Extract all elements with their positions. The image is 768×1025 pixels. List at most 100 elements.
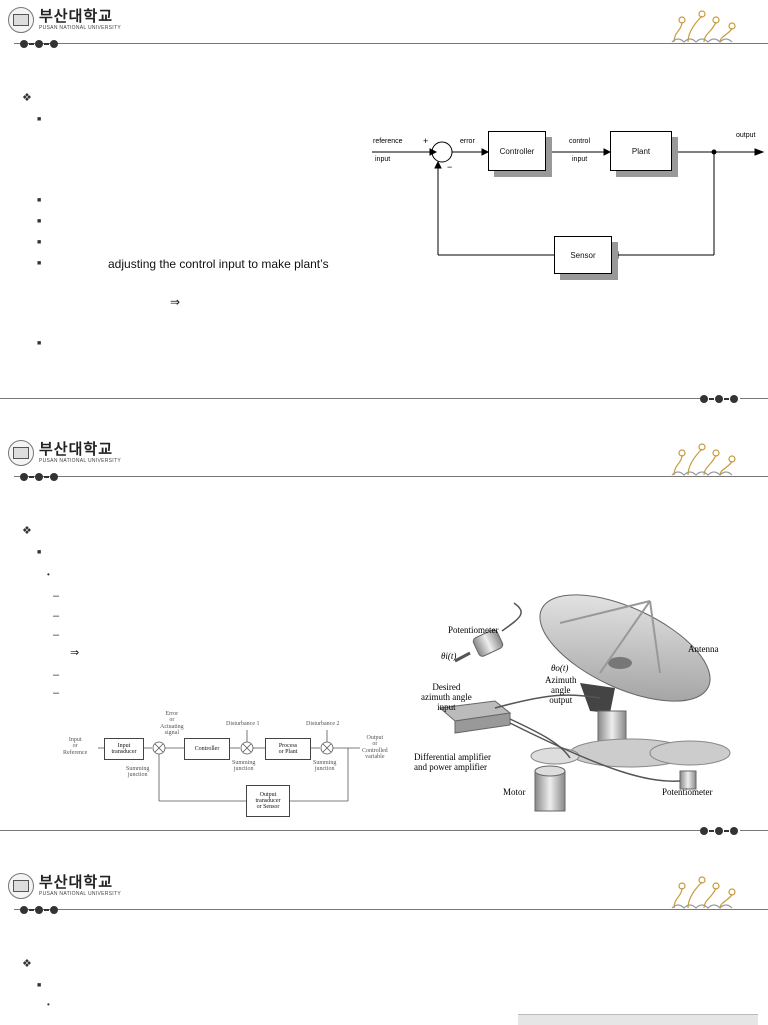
block-diagram-lines: [98, 730, 360, 802]
logo-korean-text: 부산대학교: [39, 441, 114, 458]
slide-3: 부산대학교 PUSAN NATIONAL UNIVERSITY ❖ ■ •: [0, 866, 768, 1025]
footer-dot: [715, 395, 723, 403]
header-dash: [29, 43, 34, 45]
theta-output-label: θo(t): [551, 663, 569, 673]
header-dot: [20, 906, 28, 914]
bd-output-transducer: Output transducer or Sensor: [246, 785, 290, 817]
bd-summing-junction-2: Summing junction: [232, 760, 256, 773]
header-dash: [44, 43, 49, 45]
square-bullet-icon: ■: [37, 218, 42, 225]
header-dot: [20, 473, 28, 481]
logo-english-text: PUSAN NATIONAL UNIVERSITY: [39, 458, 121, 464]
square-bullet-icon: ■: [37, 116, 42, 123]
bd-input-label: Input or Reference: [63, 737, 88, 756]
reference-input-label: input: [375, 156, 391, 163]
university-logo: 부산대학교 PUSAN NATIONAL UNIVERSITY: [8, 440, 121, 466]
dash-bullet-icon: –: [53, 610, 60, 622]
square-bullet-icon: ■: [37, 549, 42, 556]
feedback-diagram-lines: [372, 141, 765, 259]
implies-arrow: ⇒: [70, 647, 80, 659]
square-bullet-icon: ■: [37, 239, 42, 246]
square-bullet-icon: ■: [37, 260, 42, 267]
bd-disturbance-1: Disturbance 1: [226, 721, 260, 727]
footer-divider-end: [740, 398, 768, 399]
footer-dot: [715, 827, 723, 835]
footer-dot: [700, 395, 708, 403]
square-bullet-icon: ■: [37, 982, 42, 989]
header-dash: [29, 476, 34, 478]
footer-dot: [730, 395, 738, 403]
header-divider: [14, 476, 768, 477]
slide-1: 부산대학교 PUSAN NATIONAL UNIVERSITY ❖ ■ ■ ■ …: [0, 0, 768, 403]
header-divider: [14, 43, 768, 44]
footer-divider: [0, 830, 700, 831]
footer-dash: [709, 830, 714, 832]
reference-label: reference: [373, 138, 403, 145]
footer-dash: [709, 398, 714, 400]
amplifier-label: Differential amplifier and power amplifi…: [414, 752, 492, 772]
header-dot: [50, 906, 58, 914]
output-label: output: [736, 132, 756, 139]
footer-dot: [730, 827, 738, 835]
footer-dash: [724, 830, 729, 832]
sprout-decoration-icon: [671, 10, 736, 43]
partial-figure: [518, 1014, 758, 1025]
minus-sign: −: [447, 162, 453, 172]
university-seal-icon: [8, 440, 34, 466]
bd-output-label: Output or Controlled variable: [362, 735, 388, 760]
header-dot: [50, 473, 58, 481]
university-logo: 부산대학교 PUSAN NATIONAL UNIVERSITY: [8, 873, 121, 899]
header-dash: [44, 909, 49, 911]
header-dot: [35, 473, 43, 481]
bd-process: Process or Plant: [265, 738, 311, 760]
footer-divider-end: [740, 830, 768, 831]
header-dot: [20, 40, 28, 48]
potentiometer-top-label: Potentiometer: [448, 625, 499, 635]
footer-dot: [700, 827, 708, 835]
square-bullet-icon: ■: [37, 197, 42, 204]
slide-2: 부산대학교 PUSAN NATIONAL UNIVERSITY ❖ ■ • – …: [0, 433, 768, 835]
dash-bullet-icon: –: [53, 590, 60, 602]
sprout-decoration-icon: [671, 876, 736, 909]
bd-input-transducer: Input transducer: [104, 738, 144, 760]
body-text-line: adjusting the control input to make plan…: [108, 257, 329, 271]
antenna-system-illustration: [438, 594, 731, 812]
square-bullet-icon: ■: [37, 340, 42, 347]
diamond-bullet-icon: ❖: [22, 92, 32, 104]
header-dot: [35, 40, 43, 48]
diamond-bullet-icon: ❖: [22, 525, 32, 537]
footer-divider: [0, 398, 700, 399]
logo-korean-text: 부산대학교: [39, 8, 114, 25]
university-seal-icon: [8, 873, 34, 899]
logo-korean-text: 부산대학교: [39, 874, 114, 891]
desired-angle-label: Desired azimuth angle input: [421, 682, 472, 712]
diamond-bullet-icon: ❖: [22, 958, 32, 970]
logo-english-text: PUSAN NATIONAL UNIVERSITY: [39, 25, 121, 31]
header-dash: [44, 476, 49, 478]
control-label: control: [569, 138, 591, 145]
control-input-label: input: [572, 156, 588, 163]
theta-input-label: θi(t): [441, 651, 457, 661]
motor-label: Motor: [503, 787, 526, 797]
sensor-block: Sensor: [554, 236, 612, 274]
bd-controller: Controller: [184, 738, 230, 760]
university-logo: 부산대학교 PUSAN NATIONAL UNIVERSITY: [8, 7, 121, 33]
implies-arrow: ⇒: [170, 295, 181, 309]
footer-dash: [724, 398, 729, 400]
header-dot: [50, 40, 58, 48]
dot-bullet-icon: •: [47, 570, 50, 579]
azimuth-output-label: Azimuth angle output: [545, 675, 577, 705]
dash-bullet-icon: –: [53, 669, 60, 681]
bd-summing-junction-1: Summing junction: [126, 766, 150, 779]
bd-disturbance-2: Disturbance 2: [306, 721, 340, 727]
plant-block: Plant: [610, 131, 672, 171]
controller-block: Controller: [488, 131, 546, 171]
error-label: error: [460, 138, 475, 145]
logo-english-text: PUSAN NATIONAL UNIVERSITY: [39, 891, 121, 897]
plus-sign: +: [423, 136, 429, 146]
header-divider: [14, 909, 768, 910]
dash-bullet-icon: –: [53, 629, 60, 641]
header-dot: [35, 906, 43, 914]
potentiometer-bottom-label: Potentiometer: [662, 787, 713, 797]
bd-error-label: Error or Actuating signal: [160, 711, 184, 736]
